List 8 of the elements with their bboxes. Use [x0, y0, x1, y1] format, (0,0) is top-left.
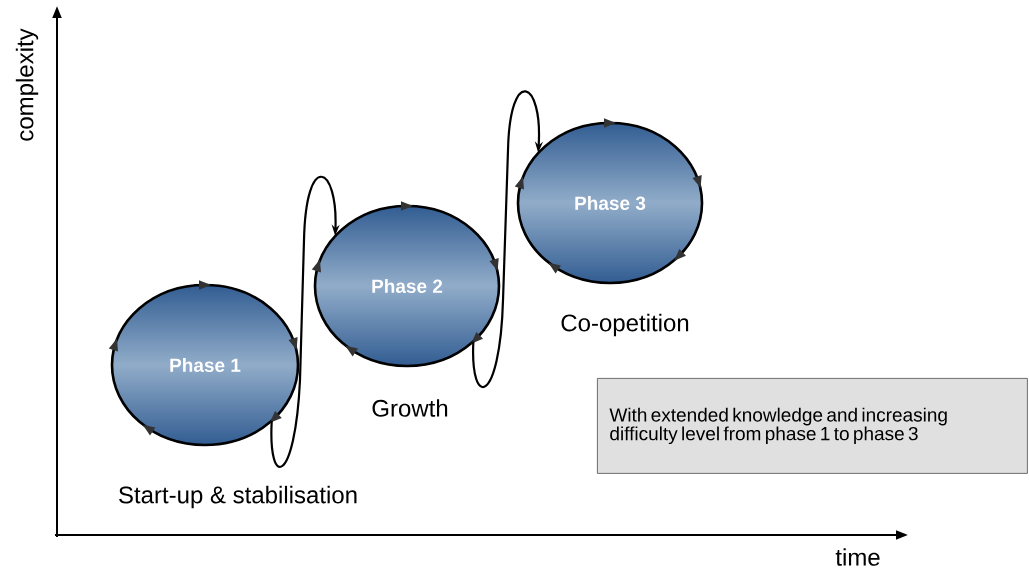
phase-caption: Co-opetition	[561, 313, 689, 337]
phase-caption: Start-up & stabilisation	[119, 485, 357, 509]
loop-arrow	[270, 176, 340, 468]
loop-arrow	[472, 90, 544, 388]
phase-caption: Growth	[372, 399, 448, 417]
axis-label: time	[835, 548, 880, 566]
note-box: With extended knowledge and increasing difficulty level from phase 1 to phase 3	[597, 378, 1028, 474]
axis-label: complexity	[15, 28, 39, 141]
